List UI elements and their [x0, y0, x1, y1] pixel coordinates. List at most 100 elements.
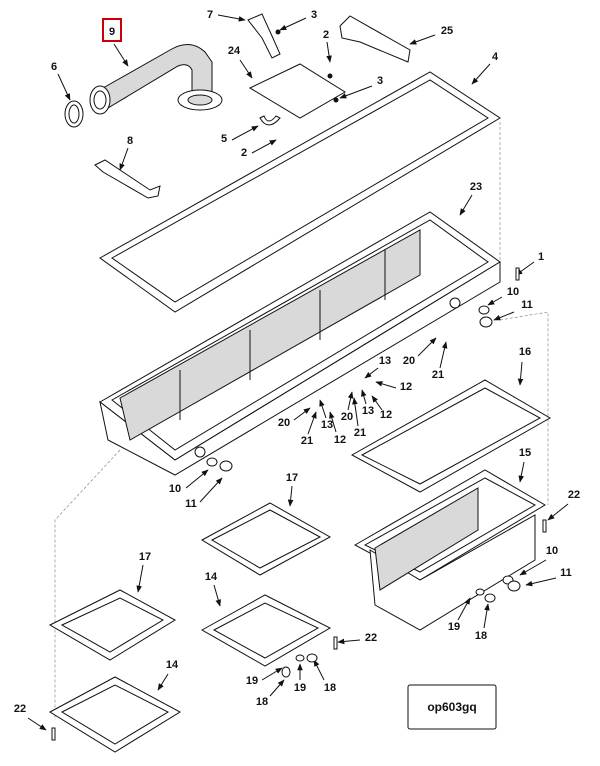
callout-6: 6 [51, 61, 71, 101]
oil-pan-housing-part [99, 211, 501, 476]
highlight-box [102, 18, 122, 42]
svg-text:14: 14 [166, 659, 179, 671]
svg-text:4: 4 [492, 51, 499, 63]
callout-24: 24 [228, 45, 253, 79]
svg-text:11: 11 [521, 299, 533, 311]
callout-4: 4 [471, 51, 499, 85]
callout-13: 13 [319, 399, 333, 431]
callout-labels: 9 6 7 3 25 2 24 3 4 5 2 8 23 1 10 11 16 … [14, 9, 580, 731]
callout-22: 22 [14, 703, 47, 731]
callout-11: 11 [185, 477, 223, 510]
svg-text:19: 19 [246, 675, 258, 687]
assembly-guide-lines [54, 120, 549, 720]
svg-text:12: 12 [400, 381, 412, 393]
cover-plate-part [248, 63, 346, 119]
mount-bracket-part [339, 15, 411, 63]
callout-19: 19 [246, 667, 283, 687]
left-cover-part [48, 676, 182, 753]
svg-text:22: 22 [568, 489, 580, 501]
svg-text:17: 17 [286, 472, 298, 484]
callout-20: 20 [403, 337, 437, 367]
callout-3: 3 [279, 9, 317, 31]
mid-gasket-part [200, 502, 332, 576]
callout-14: 14 [157, 659, 179, 691]
svg-text:20: 20 [341, 411, 353, 423]
callout-12: 12 [380, 409, 392, 421]
callout-17: 17 [136, 551, 151, 593]
svg-text:11: 11 [185, 498, 197, 510]
callout-25: 25 [409, 25, 453, 45]
left-gasket-part [48, 589, 176, 661]
callout-22: 22 [547, 489, 580, 521]
bracket-part [247, 13, 281, 59]
callout-19: 19 [294, 663, 306, 694]
callout-22: 22 [337, 632, 377, 645]
callout-18: 18 [256, 679, 285, 708]
callout-5: 5 [221, 125, 259, 145]
figure-code-box [407, 684, 497, 730]
svg-text:12: 12 [334, 434, 346, 446]
callout-10: 10 [487, 286, 519, 306]
callout-15: 15 [518, 447, 531, 483]
svg-text:13: 13 [379, 355, 391, 367]
svg-text:18: 18 [475, 630, 487, 642]
callout-2: 2 [241, 139, 277, 159]
callout-13: 13 [362, 405, 374, 417]
svg-text:22: 22 [14, 703, 26, 715]
callout-10: 10 [169, 469, 209, 495]
svg-text:2: 2 [241, 147, 247, 159]
callout-7: 7 [207, 9, 246, 22]
svg-text:25: 25 [441, 25, 453, 37]
callout-16: 16 [517, 346, 531, 386]
callout-1: 1 [515, 251, 544, 276]
svg-text:11: 11 [560, 567, 572, 579]
svg-text:13: 13 [362, 405, 374, 417]
svg-text:23: 23 [470, 181, 482, 193]
svg-text:3: 3 [377, 75, 383, 87]
top-gasket-part [99, 71, 501, 313]
svg-text:19: 19 [294, 682, 306, 694]
svg-text:24: 24 [228, 45, 241, 57]
callout-23: 23 [459, 181, 482, 216]
svg-text:6: 6 [51, 61, 57, 73]
svg-text:14: 14 [205, 571, 218, 583]
callout-18: 18 [313, 659, 336, 694]
callout-20: 20 [278, 407, 311, 429]
svg-text:9: 9 [109, 26, 115, 38]
svg-text:16: 16 [519, 346, 531, 358]
svg-text:21: 21 [301, 435, 313, 447]
callout-19: 19 [448, 597, 471, 633]
gasket-ring-part [64, 100, 84, 128]
svg-text:10: 10 [507, 286, 519, 298]
callout-11: 11 [525, 567, 572, 587]
callout-9: 9 [109, 26, 129, 67]
callout-21: 21 [301, 411, 317, 447]
svg-text:3: 3 [311, 9, 317, 21]
sump-housing-part [353, 469, 546, 631]
clamp-part [259, 115, 281, 126]
svg-text:10: 10 [169, 483, 181, 495]
svg-text:20: 20 [278, 417, 290, 429]
callout-17: 17 [286, 472, 298, 507]
fastener-marks [51, 29, 547, 741]
lower-gasket-part [350, 379, 552, 493]
svg-text:18: 18 [324, 682, 336, 694]
svg-text:7: 7 [207, 9, 213, 21]
svg-text:20: 20 [403, 355, 415, 367]
svg-text:18: 18 [256, 696, 268, 708]
svg-text:19: 19 [448, 621, 460, 633]
svg-text:21: 21 [354, 427, 366, 439]
strap-part [94, 159, 161, 199]
svg-text:5: 5 [221, 133, 227, 145]
elbow-pipe-part [89, 44, 223, 115]
mid-cover-part [200, 594, 332, 667]
callout-13: 13 [364, 355, 391, 379]
svg-text:8: 8 [127, 135, 133, 147]
callout-14: 14 [205, 571, 221, 607]
svg-text:10: 10 [546, 545, 558, 557]
callout-21: 21 [352, 397, 366, 439]
callout-10: 10 [519, 545, 558, 576]
svg-text:12: 12 [380, 409, 392, 421]
callout-2: 2 [323, 29, 332, 63]
